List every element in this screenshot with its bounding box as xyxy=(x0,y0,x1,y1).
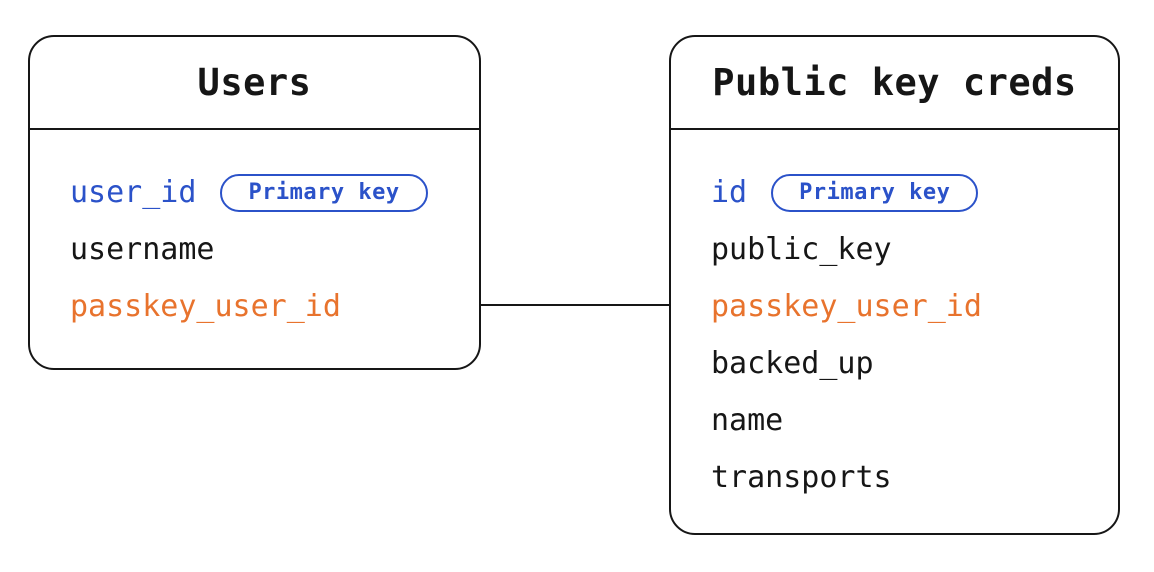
field-name: passkey_user_id xyxy=(711,289,982,324)
relationship-line xyxy=(481,304,669,306)
field-row-passkey-user-id: passkey_user_id xyxy=(711,278,1108,335)
field-row-username: username xyxy=(70,221,469,278)
field-name: transports xyxy=(711,460,892,495)
field-name: user_id xyxy=(70,175,197,210)
field-row-user-id: user_id Primary key xyxy=(70,164,469,221)
primary-key-badge: Primary key xyxy=(220,173,428,212)
field-row-name: name xyxy=(711,392,1108,449)
field-name: username xyxy=(70,232,215,267)
table-users-fields: user_id Primary key username passkey_use… xyxy=(30,130,479,335)
field-row-passkey-user-id: passkey_user_id xyxy=(70,278,469,335)
table-public-key-creds: Public key creds id Primary key public_k… xyxy=(669,35,1120,535)
table-public-key-creds-fields: id Primary key public_key passkey_user_i… xyxy=(671,130,1118,506)
table-users: Users user_id Primary key username passk… xyxy=(28,35,481,370)
field-name: passkey_user_id xyxy=(70,289,341,324)
table-users-title: Users xyxy=(30,37,479,130)
field-name: public_key xyxy=(711,232,892,267)
field-row-id: id Primary key xyxy=(711,164,1108,221)
primary-key-badge: Primary key xyxy=(771,173,979,212)
field-row-transports: transports xyxy=(711,449,1108,506)
field-name: id xyxy=(711,175,748,210)
field-row-backed-up: backed_up xyxy=(711,335,1108,392)
field-name: backed_up xyxy=(711,346,874,381)
field-row-public-key: public_key xyxy=(711,221,1108,278)
table-public-key-creds-title: Public key creds xyxy=(671,37,1118,130)
field-name: name xyxy=(711,403,784,438)
